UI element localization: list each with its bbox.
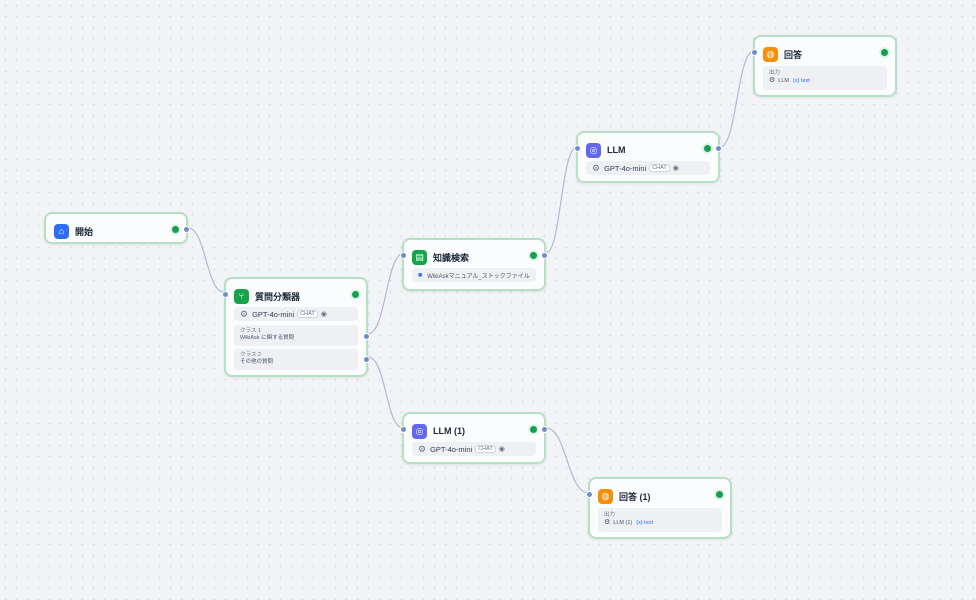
model-mode-chip: CHAT [475, 445, 496, 453]
model-selector[interactable]: ⚙ GPT-4o-mini CHAT ◉ [586, 161, 710, 175]
output-handle[interactable] [183, 226, 190, 233]
folder-icon: ■ [418, 271, 423, 279]
class-1-item[interactable]: クラス 1 WikiAsk に関する質問 [234, 325, 358, 346]
knowledge-retrieval-node[interactable]: ▤ 知識検索 ■ WikiAskマニュアル_ストックファイル [400, 238, 548, 291]
knowledge-icon: ▤ [412, 249, 427, 265]
class-2-output-handle[interactable] [363, 356, 370, 363]
start-node[interactable]: ⌂ 開始 [44, 212, 190, 244]
node-title: 開始 [75, 226, 94, 237]
openai-icon: ⚙ [604, 519, 611, 526]
output-handle[interactable] [541, 426, 548, 433]
llm-1-node[interactable]: ◎ LLM (1) ⚙ GPT-4o-mini CHAT ◉ [400, 412, 548, 464]
llm-node[interactable]: ◎ LLM ⚙ GPT-4o-mini CHAT ◉ [574, 131, 722, 183]
dataset-item[interactable]: ■ WikiAskマニュアル_ストックファイル [412, 268, 536, 282]
answer-output[interactable]: 出力 ⚙ LLM {x} text [763, 66, 887, 90]
output-variable: ⚙ LLM (1) {x} text [604, 519, 716, 527]
model-mode-chip: CHAT [649, 164, 670, 172]
llm-icon: ◎ [412, 423, 427, 439]
class-2-label: クラス 2 [240, 352, 261, 358]
openai-icon: ⚙ [769, 77, 776, 84]
edge-classifier-llm1 [367, 356, 404, 429]
eye-icon[interactable]: ◉ [320, 311, 327, 318]
openai-icon: ⚙ [240, 308, 249, 319]
class-2-text: その他の質問 [240, 359, 274, 365]
answer-node[interactable]: ◍ 回答 出力 ⚙ LLM {x} text [751, 35, 897, 97]
dataset-name: WikiAskマニュアル_ストックファイル [427, 273, 530, 280]
status-success-icon [716, 491, 723, 498]
node-header: ⌂ 開始 [54, 222, 179, 240]
node-header: ◎ LLM (1) [412, 422, 537, 440]
status-success-icon [172, 226, 179, 233]
output-label: 出力 [769, 70, 781, 76]
class-2-item[interactable]: クラス 2 その他の質問 [234, 349, 358, 370]
input-handle[interactable] [400, 252, 407, 259]
status-success-icon [704, 145, 711, 152]
node-header: ◍ 回答 (1) [598, 487, 723, 505]
output-label: 出力 [604, 512, 616, 518]
output-handle[interactable] [715, 145, 722, 152]
edge-kb-llm [545, 146, 578, 254]
node-title: 質問分類器 [255, 291, 301, 302]
model-name: GPT-4o-mini [252, 309, 295, 319]
variable-name: {x} text [792, 78, 810, 84]
variable-name: {x} text [636, 520, 654, 526]
edge-start-classifier [187, 227, 225, 293]
output-handle[interactable] [541, 252, 548, 259]
classifier-icon: ⑂ [234, 288, 249, 304]
status-success-icon [881, 49, 888, 56]
question-classifier-node[interactable]: ⑂ 質問分類器 ⚙ GPT-4o-mini CHAT ◉ クラス 1 WikiA… [222, 277, 370, 377]
node-header: ⑂ 質問分類器 [234, 287, 359, 305]
input-handle[interactable] [400, 426, 407, 433]
input-handle[interactable] [751, 49, 758, 56]
edge-classifier-kb [367, 252, 405, 335]
model-name: GPT-4o-mini [430, 444, 473, 454]
openai-icon: ⚙ [418, 443, 427, 454]
node-title: LLM (1) [433, 426, 465, 436]
answer-output[interactable]: 出力 ⚙ LLM (1) {x} text [598, 508, 722, 532]
node-title: LLM [607, 145, 626, 155]
status-success-icon [352, 291, 359, 298]
edge-llm1-answer1 [545, 427, 590, 494]
input-handle[interactable] [574, 145, 581, 152]
status-success-icon [530, 426, 537, 433]
status-success-icon [530, 252, 537, 259]
class-1-label: クラス 1 [240, 328, 261, 334]
model-selector[interactable]: ⚙ GPT-4o-mini CHAT ◉ [234, 307, 358, 321]
eye-icon[interactable]: ◉ [498, 446, 505, 453]
node-title: 回答 (1) [619, 491, 651, 502]
input-handle[interactable] [222, 291, 229, 298]
model-selector[interactable]: ⚙ GPT-4o-mini CHAT ◉ [412, 442, 536, 456]
node-header: ◍ 回答 [763, 45, 888, 63]
node-title: 知識検索 [433, 252, 470, 263]
eye-icon[interactable]: ◉ [672, 165, 679, 172]
node-title: 回答 [784, 49, 803, 60]
model-mode-chip: CHAT [297, 310, 318, 318]
class-1-text: WikiAsk に関する質問 [240, 335, 295, 341]
answer-1-node[interactable]: ◍ 回答 (1) 出力 ⚙ LLM (1) {x} text [586, 477, 732, 539]
node-header: ◎ LLM [586, 141, 711, 159]
answer-icon: ◍ [763, 46, 778, 62]
edge-llm-answer [719, 50, 755, 148]
variable-source: LLM [778, 78, 789, 84]
home-icon: ⌂ [54, 223, 69, 239]
variable-source: LLM (1) [613, 520, 633, 526]
answer-icon: ◍ [598, 488, 613, 504]
class-1-output-handle[interactable] [363, 333, 370, 340]
llm-icon: ◎ [586, 142, 601, 158]
input-handle[interactable] [586, 491, 593, 498]
node-header: ▤ 知識検索 [412, 248, 537, 266]
model-name: GPT-4o-mini [604, 163, 647, 173]
openai-icon: ⚙ [592, 162, 601, 173]
output-variable: ⚙ LLM {x} text [769, 77, 881, 85]
